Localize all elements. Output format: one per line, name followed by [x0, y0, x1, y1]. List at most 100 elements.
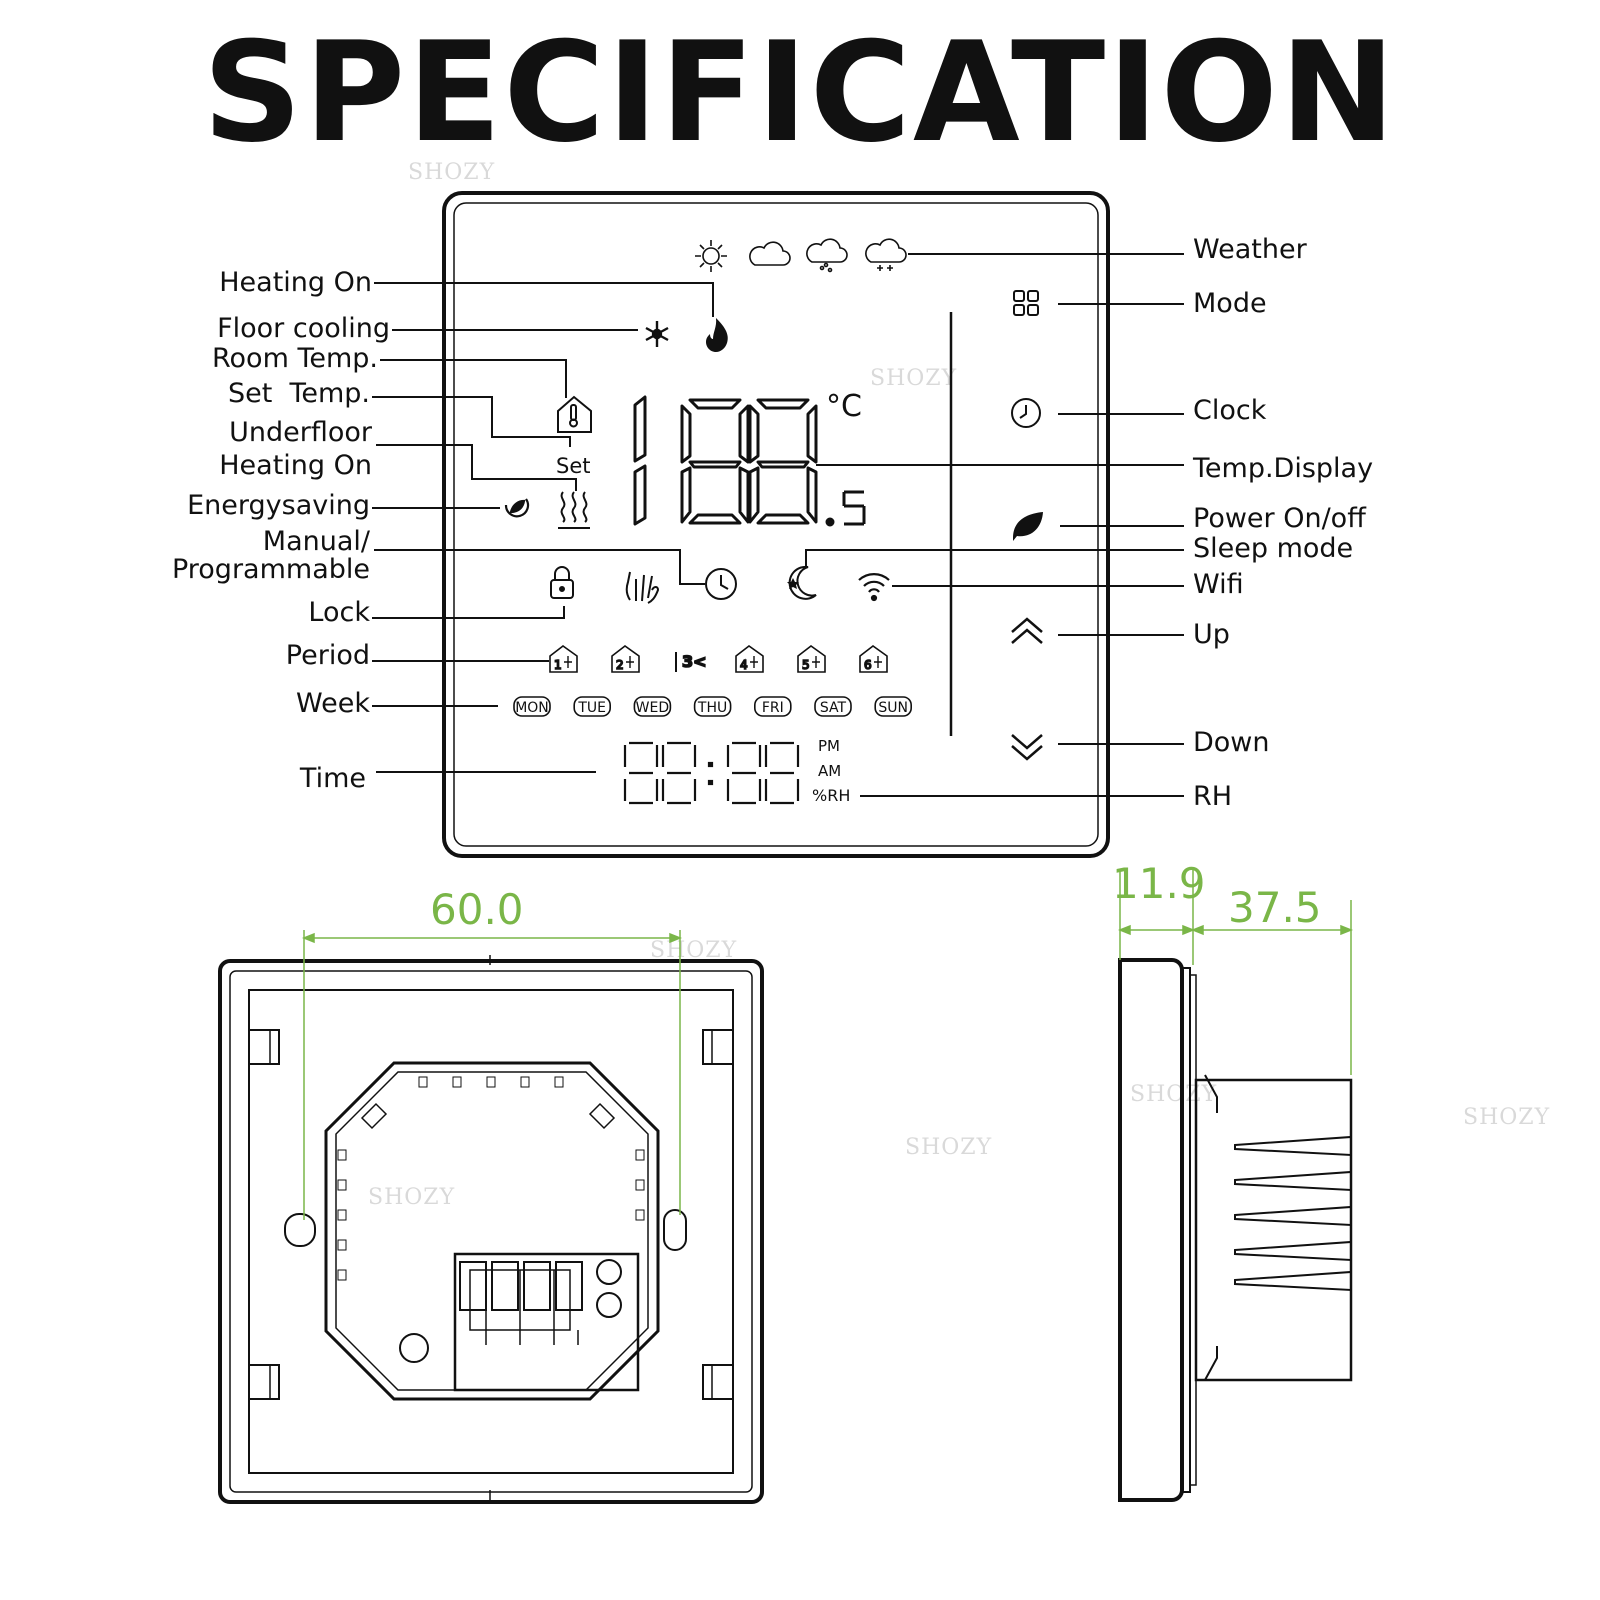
- label-manual-line1: Manual/: [262, 526, 370, 557]
- label-temp-display: Temp.Display: [1193, 453, 1374, 484]
- label-period: Period: [285, 640, 370, 671]
- label-manual-programmable: Manual/ Programmable: [172, 528, 370, 585]
- label-up: Up: [1193, 619, 1230, 650]
- week-day-wed: WED: [633, 696, 672, 717]
- label-set-temp: Set Temp.: [227, 378, 370, 409]
- snowflake-icon: [645, 321, 669, 347]
- width-dimension: [301, 930, 683, 1220]
- watermark: SHOZY: [368, 1185, 456, 1210]
- wifi-icon: [858, 573, 890, 602]
- week-day-thu: THU: [693, 696, 732, 717]
- room-temp-house-icon: [557, 395, 592, 433]
- manual-hand-icon: [625, 571, 660, 604]
- underfloor-heating-icon: [558, 491, 590, 529]
- set-indicator: Set: [556, 454, 590, 478]
- svg-text:3<: 3<: [682, 652, 707, 671]
- svg-text:6: 6: [864, 658, 872, 672]
- dimension-depth-back: 37.5: [1228, 883, 1322, 932]
- label-underfloor-heating: Underfloor Heating On: [219, 418, 372, 481]
- label-energysaving: Energysaving: [187, 490, 370, 521]
- week-day-sat: SAT: [814, 696, 852, 717]
- clock-icon: [1011, 398, 1041, 428]
- label-room-temp: Room Temp.: [211, 343, 378, 374]
- leaf-power-icon: [1013, 512, 1043, 541]
- svg-text:SAT: SAT: [820, 700, 847, 716]
- week-day-tue: TUE: [573, 696, 612, 717]
- svg-text:MON: MON: [515, 700, 549, 716]
- up-arrow-icon: [1011, 617, 1043, 644]
- temp-digits: [633, 395, 866, 527]
- down-arrow-icon: [1011, 734, 1043, 761]
- period-6-icon: 6: [859, 645, 888, 673]
- label-underfloor-line2: Heating On: [219, 450, 372, 481]
- watermark: SHOZY: [650, 938, 738, 963]
- temp-unit: °C: [826, 389, 862, 424]
- time-digit: [623, 741, 659, 805]
- week-day-mon: MON: [513, 696, 551, 717]
- svg-text:WED: WED: [636, 700, 669, 716]
- leader-lines: [372, 253, 1184, 797]
- svg-text:2: 2: [616, 658, 624, 672]
- depth-dimension: [1117, 870, 1354, 1075]
- svg-text:4: 4: [740, 658, 748, 672]
- svg-text:5: 5: [802, 658, 810, 672]
- period-2-icon: 2: [611, 645, 640, 673]
- sleep-moon-icon: [787, 565, 817, 600]
- watermark: SHOZY: [1130, 1082, 1218, 1107]
- week-day-sun: SUN: [874, 696, 913, 717]
- svg-text:FRI: FRI: [762, 700, 784, 716]
- period-1-icon: 1: [549, 645, 578, 673]
- time-digit: [764, 741, 800, 805]
- label-power: Power On/off: [1193, 503, 1366, 534]
- time-digit: [726, 741, 762, 805]
- svg-text:THU: THU: [697, 700, 727, 716]
- svg-text:TUE: TUE: [577, 700, 606, 716]
- label-weather: Weather: [1193, 234, 1307, 265]
- programmable-clock-icon: [705, 568, 737, 600]
- front-panel: [442, 191, 1110, 858]
- week-day-boxes: MON TUE WED THU FRI SAT SUN: [513, 696, 913, 717]
- time-digits: [623, 741, 800, 805]
- rain-cloud-icon: [806, 238, 848, 273]
- side-view: [1118, 958, 1353, 1502]
- back-view: [218, 955, 764, 1504]
- label-rh: RH: [1193, 781, 1233, 812]
- period-5-icon: 5: [797, 645, 826, 673]
- label-week: Week: [296, 688, 370, 719]
- svg-text:SUN: SUN: [878, 700, 908, 716]
- label-heating-on: Heating On: [219, 267, 372, 298]
- label-down: Down: [1193, 727, 1270, 758]
- pm-indicator: PM: [818, 737, 840, 755]
- label-lock: Lock: [308, 597, 370, 628]
- mode-icon: [1013, 290, 1039, 316]
- dimension-width: 60.0: [430, 885, 524, 934]
- energysaving-icon: [504, 498, 530, 518]
- label-underfloor-line1: Underfloor: [229, 417, 372, 448]
- cloud-icon: [749, 241, 791, 266]
- svg-text:1: 1: [554, 658, 562, 672]
- label-mode: Mode: [1193, 288, 1267, 319]
- page-title: SPECIFICATION: [202, 12, 1398, 173]
- snow-cloud-icon: [865, 238, 907, 271]
- watermark: SHOZY: [905, 1135, 993, 1160]
- watermark: SHOZY: [408, 160, 496, 185]
- watermark: SHOZY: [870, 366, 958, 391]
- period-4-icon: 4: [735, 645, 764, 673]
- period-icons: 1 2 3< 4 5 6: [549, 645, 888, 673]
- weather-icons: [695, 238, 907, 273]
- label-sleep: Sleep mode: [1193, 533, 1354, 564]
- sun-icon: [695, 240, 727, 272]
- flame-icon: [706, 318, 728, 352]
- watermark: SHOZY: [1463, 1105, 1551, 1130]
- dimension-depth-front: 11.9: [1112, 859, 1206, 908]
- am-indicator: AM: [818, 762, 841, 780]
- label-clock: Clock: [1193, 395, 1267, 426]
- week-day-fri: FRI: [753, 696, 792, 717]
- label-floor-cooling: Floor cooling: [217, 313, 390, 344]
- label-wifi: Wifi: [1193, 569, 1244, 600]
- period-3-icon: 3<: [675, 651, 707, 672]
- label-time: Time: [299, 763, 366, 794]
- label-manual-line2: Programmable: [171, 554, 370, 585]
- lock-icon: [550, 566, 574, 599]
